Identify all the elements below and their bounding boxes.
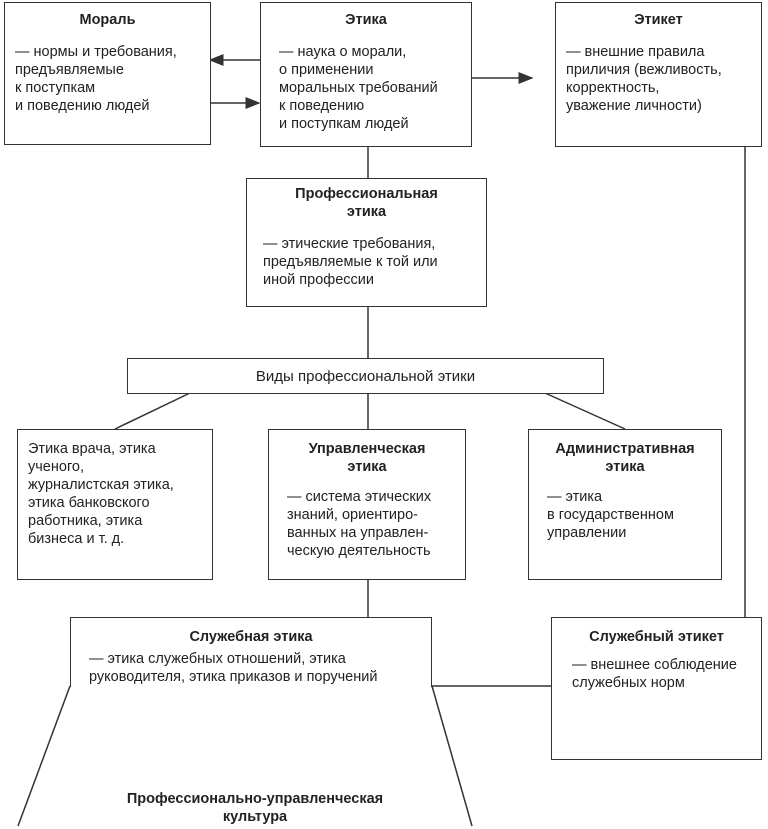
administrative-ethics-title: Административная этика [555,441,695,475]
management-ethics-box: Управленческая этика — система этических… [268,429,466,580]
ethics-text: — наука о морали, о применении моральных… [279,44,438,132]
professional-ethics-text: — этические требования, предъявляемые к … [263,236,438,288]
etiquette-text: — внешние правила приличия (вежливость, … [566,44,722,114]
administrative-ethics-text: — этика в государственном управлении [547,489,674,541]
service-ethics-title: Служебная этика [189,629,313,645]
morality-box: Мораль — нормы и требования, предъявляем… [4,2,211,145]
administrative-ethics-box: Административная этика — этика в государ… [528,429,722,580]
professional-ethics-box: Профессиональная этика — этические требо… [246,178,487,307]
culture-right-edge [431,685,473,827]
etiquette-title: Этикет [634,12,683,28]
service-etiquette-text: — внешнее соблюдение служебных норм [572,657,737,691]
morality-title: Мораль [79,12,136,28]
culture-label-text: Профессионально-управленческая культура [126,791,384,825]
examples-box: Этика врача, этика ученого, журналистска… [17,429,213,580]
ethics-box: Этика — наука о морали, о применении мор… [260,2,472,147]
line-types-to-administrative [544,392,626,430]
line-types-to-examples [114,392,191,430]
morality-text: — нормы и требования, предъявляемые к по… [15,44,177,114]
professional-ethics-title: Профессиональная этика [295,186,438,220]
types-bar-label: Виды профессиональной этики [255,367,476,385]
etiquette-box: Этикет — внешние правила приличия (вежли… [555,2,762,147]
culture-label: Профессионально-управленческая культура [60,772,450,826]
management-ethics-title: Управленческая этика [308,441,426,475]
service-ethics-text: — этика служебных отношений, этика руков… [89,651,378,685]
service-etiquette-title: Служебный этикет [589,629,724,645]
service-etiquette-box: Служебный этикет — внешнее соблюдение сл… [551,617,762,760]
service-ethics-box: Служебная этика — этика служебных отноше… [70,617,432,687]
ethics-title: Этика [345,12,387,28]
culture-left-edge [17,685,71,827]
types-of-professional-ethics-bar: Виды профессиональной этики [127,358,604,394]
management-ethics-text: — система этических знаний, ориентиро- в… [287,489,432,559]
examples-text: Этика врача, этика ученого, журналистска… [28,441,174,547]
